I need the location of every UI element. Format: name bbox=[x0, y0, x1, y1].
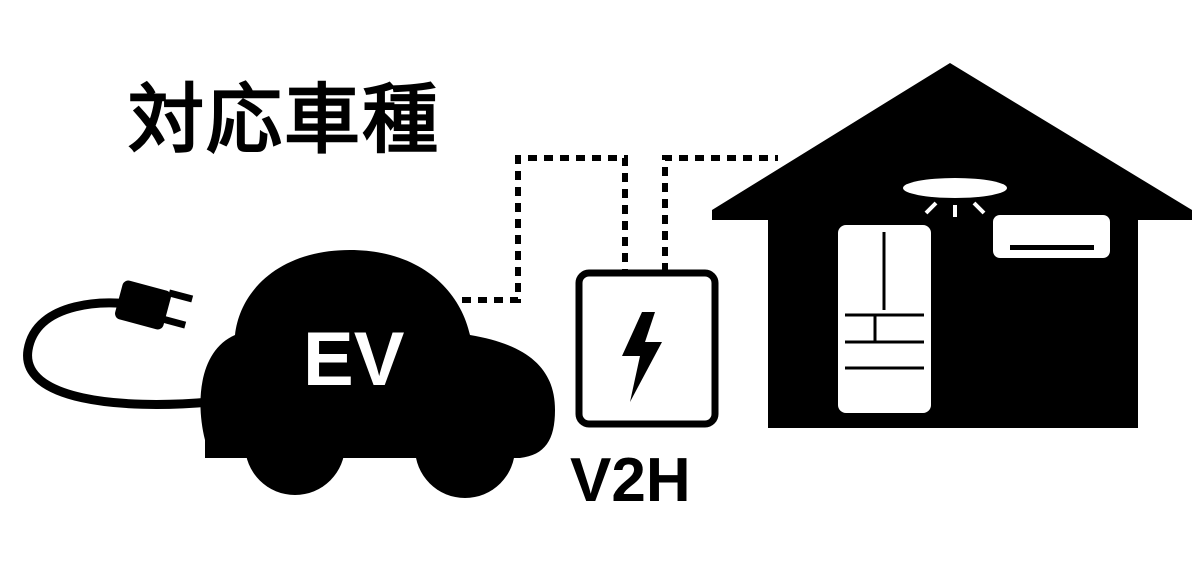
rear-wheel bbox=[245, 395, 345, 495]
ev-label: EV bbox=[303, 317, 405, 402]
v2h-label: V2H bbox=[570, 446, 691, 515]
air-conditioner-icon bbox=[993, 215, 1110, 258]
refrigerator-icon bbox=[838, 225, 931, 413]
ceiling-light-icon bbox=[903, 178, 1007, 198]
front-wheel bbox=[415, 398, 515, 498]
house-icon bbox=[712, 63, 1192, 428]
ev-to-v2h-line bbox=[462, 155, 628, 303]
v2h-device-icon bbox=[575, 269, 719, 428]
page-title: 対応車種 bbox=[128, 75, 440, 164]
connection-lines bbox=[462, 155, 778, 303]
ev-car-icon bbox=[200, 250, 556, 498]
light-rays bbox=[924, 201, 986, 217]
plug-icon bbox=[23, 280, 211, 409]
lightning-icon bbox=[622, 312, 662, 402]
v2h-to-house-line bbox=[662, 155, 778, 272]
